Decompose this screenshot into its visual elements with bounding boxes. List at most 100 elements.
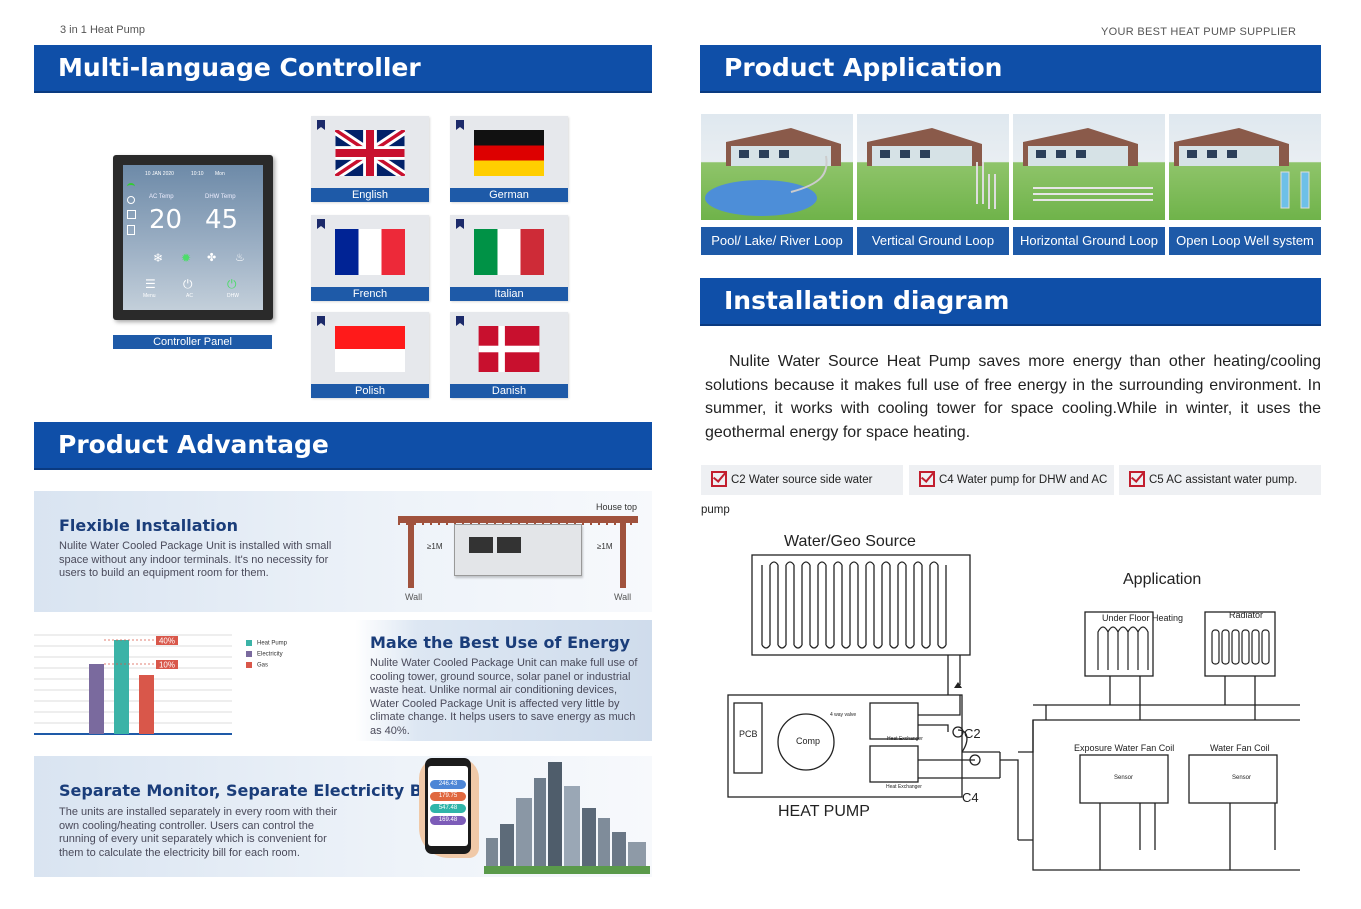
chart-annotation-label: 10% bbox=[159, 661, 175, 670]
section-application-title: Product Application bbox=[700, 45, 1321, 93]
heat-exchanger-2 bbox=[869, 745, 919, 783]
source-coil bbox=[761, 561, 947, 649]
advantage-flexible-text: Nulite Water Cooled Package Unit is inst… bbox=[59, 540, 332, 579]
heat-exchanger-1 bbox=[869, 702, 919, 740]
header-left: 3 in 1 Heat Pump bbox=[60, 24, 145, 36]
section-installation-title: Installation diagram bbox=[700, 278, 1321, 326]
bookmark-icon bbox=[317, 316, 325, 326]
legend-heat-pump: Heat Pump bbox=[257, 640, 288, 647]
app-label-open-loop: Open Loop Well system bbox=[1169, 227, 1321, 255]
language-card-polish[interactable]: Polish bbox=[311, 312, 429, 398]
diagram-c4-label: C4 bbox=[962, 790, 979, 805]
heat-pump-box bbox=[727, 694, 963, 798]
denmark-flag-icon bbox=[478, 326, 540, 372]
language-card-danish[interactable]: Danish bbox=[450, 312, 568, 398]
bill-2: 179.75 bbox=[430, 792, 466, 801]
radiator-fin bbox=[1231, 629, 1240, 665]
language-label: German bbox=[450, 188, 568, 202]
language-card-german[interactable]: German bbox=[450, 116, 568, 202]
house-top-label: House top bbox=[596, 502, 638, 512]
poland-flag-icon bbox=[335, 326, 405, 372]
header-right: YOUR BEST HEAT PUMP SUPPLIER bbox=[1101, 26, 1297, 38]
ac-power-icon[interactable]: ⏻ bbox=[183, 277, 193, 291]
left-wall bbox=[408, 523, 414, 588]
bookmark-icon bbox=[456, 316, 464, 326]
panel-time: 10:10 bbox=[191, 171, 204, 177]
dhw-power-icon[interactable]: ⏻ bbox=[227, 277, 237, 291]
advantage-separate-panel: Separate Monitor, Separate Electricity B… bbox=[34, 756, 652, 877]
bookmark-icon bbox=[317, 219, 325, 229]
diagram-hx1-label: Heat Exchanger bbox=[887, 736, 923, 742]
diagram-comp-label: Comp bbox=[796, 736, 820, 746]
diagram-application-label: Application bbox=[1123, 571, 1201, 588]
exposure-fan-coil-box bbox=[1079, 754, 1169, 804]
language-card-italian[interactable]: Italian bbox=[450, 215, 568, 301]
app-image-pool-loop bbox=[701, 114, 853, 220]
chart-annotation-badge bbox=[156, 660, 178, 669]
legend-swatch-gas bbox=[246, 662, 252, 668]
diagram-pcb-label: PCB bbox=[739, 729, 758, 739]
radiator-box bbox=[1204, 611, 1276, 677]
advantage-separate-title: Separate Monitor, Separate Electricity B… bbox=[59, 781, 448, 800]
open-loop-illustration bbox=[1174, 128, 1310, 209]
advantage-separate-text: The units are installed separately in ev… bbox=[59, 806, 338, 859]
checkbox-icon bbox=[711, 470, 727, 487]
radiator-fin bbox=[1261, 629, 1270, 665]
advantage-energy-text: Nulite Water Cooled Package Unit can mak… bbox=[370, 657, 638, 737]
language-card-english[interactable]: English bbox=[311, 116, 429, 202]
diagram-ufh-label: Under Floor Heating bbox=[1102, 613, 1183, 623]
right-wall bbox=[620, 523, 626, 588]
energy-bar-chart: 40%10% bbox=[34, 634, 232, 735]
fan-icon[interactable]: ✤ bbox=[207, 252, 217, 264]
checkbox-icon bbox=[919, 470, 935, 487]
package-unit bbox=[454, 524, 582, 576]
chart-legend: Heat Pump Electricity Gas bbox=[246, 640, 287, 673]
italy-flag-icon bbox=[474, 229, 544, 275]
arrow-icon bbox=[954, 682, 962, 688]
advantage-energy-title: Make the Best Use of Energy bbox=[370, 633, 631, 652]
bookmark-icon bbox=[456, 219, 464, 229]
bill-4: 169.48 bbox=[430, 816, 466, 825]
horizontal-loop-illustration bbox=[1023, 128, 1153, 201]
advantage-flexible-panel: Flexible Installation Nulite Water Coole… bbox=[34, 491, 652, 612]
section-controller-title: Multi-language Controller bbox=[34, 45, 652, 93]
sun-icon[interactable]: ✹ bbox=[181, 251, 192, 265]
diagram-sensor1-label: Sensor bbox=[1114, 775, 1133, 781]
snowflake-icon[interactable]: ❄ bbox=[153, 251, 164, 265]
diagram-hx2-label: Heat Exchanger bbox=[886, 784, 922, 790]
ufh-coil-path bbox=[1097, 626, 1149, 670]
language-card-french[interactable]: French bbox=[311, 215, 429, 301]
menu-icon[interactable]: ☰ bbox=[145, 277, 156, 291]
wall-left-label: Wall bbox=[405, 592, 423, 602]
panel-dhw-label: DHW Temp bbox=[205, 194, 236, 200]
diagram-heat-pump-label: HEAT PUMP bbox=[778, 803, 870, 820]
radiator-fin bbox=[1211, 629, 1220, 665]
chart-bar-gas bbox=[139, 675, 154, 734]
language-label: Danish bbox=[450, 384, 568, 398]
app-label-vertical-loop: Vertical Ground Loop bbox=[857, 227, 1009, 255]
installation-paragraph: Nulite Water Source Heat Pump saves more… bbox=[705, 353, 1321, 441]
compressor bbox=[777, 713, 835, 771]
france-flag-icon bbox=[335, 229, 405, 275]
check-item-c5: C5 AC assistant water pump. bbox=[1119, 465, 1321, 495]
check-label-c4: C4 Water pump for DHW and AC bbox=[939, 474, 1108, 486]
diagram-wfc-label: Water Fan Coil bbox=[1210, 743, 1270, 753]
bookmark-icon bbox=[456, 120, 464, 130]
smartphone: 246.43 179.75 547.48 169.48 bbox=[425, 758, 471, 854]
diagram-c2-label: C2 bbox=[964, 726, 981, 741]
diagram-valve-label: 4 way valve bbox=[830, 712, 856, 718]
water-icon[interactable]: ♨ bbox=[235, 252, 245, 264]
bill-3: 547.48 bbox=[430, 804, 466, 813]
water-geo-source-box bbox=[751, 554, 971, 656]
panel-day: Mon bbox=[215, 171, 225, 177]
legend-swatch-heat-pump bbox=[246, 640, 252, 646]
ceiling-hatch bbox=[398, 521, 638, 525]
app-image-horizontal-loop bbox=[1013, 114, 1165, 220]
uk-flag-icon bbox=[335, 130, 405, 176]
legend-swatch-electricity bbox=[246, 651, 252, 657]
checkbox-icon bbox=[1129, 470, 1145, 487]
advantage-flexible-title: Flexible Installation bbox=[59, 516, 239, 535]
legend-electricity: Electricity bbox=[257, 651, 283, 658]
language-label: Polish bbox=[311, 384, 429, 398]
app-label-pool-loop: Pool/ Lake/ River Loop bbox=[701, 227, 853, 255]
